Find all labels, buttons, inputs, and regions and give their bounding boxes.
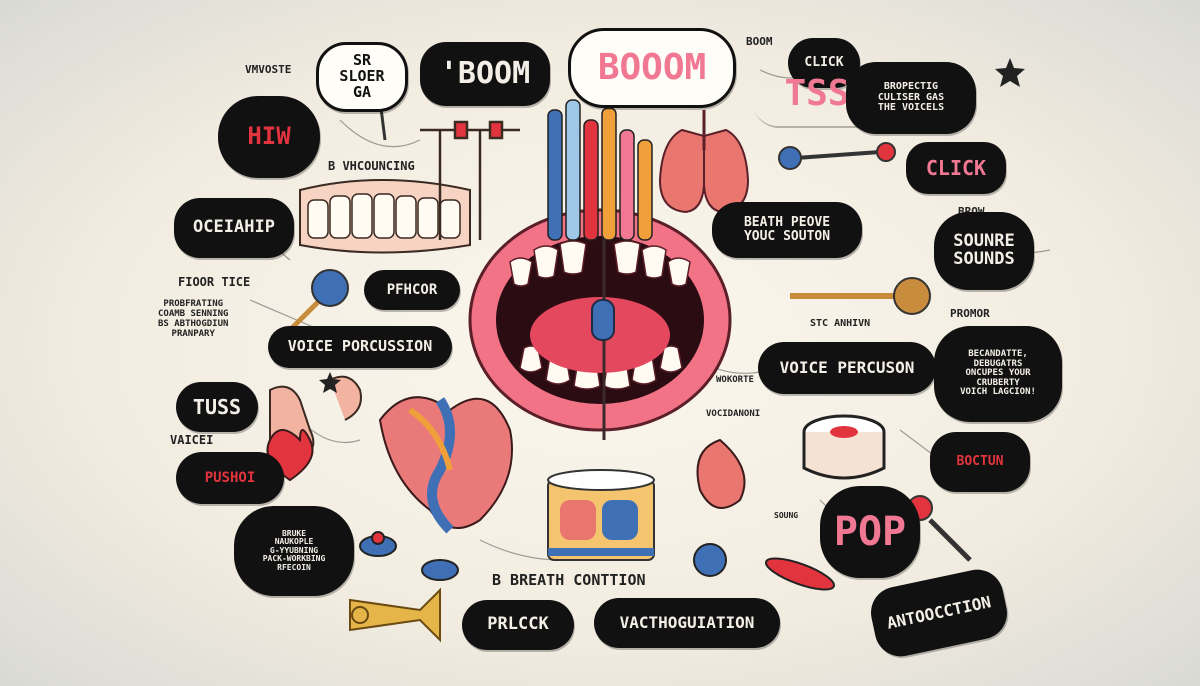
pfhcor-bubble: PFHCOR	[364, 270, 460, 310]
fioor-tice-label: FIOOR TICE	[178, 275, 251, 289]
tss-text: TSS	[784, 73, 850, 115]
colorful-tubes-drawing	[547, 99, 653, 241]
beath-peove-bubble: BEATH PEOVE YOUC SOUTON	[712, 202, 862, 258]
cylinder-drawing	[547, 469, 655, 561]
vmvoste-label: VMVOSTE	[245, 63, 292, 76]
sr-ga-bubble: SR SLOER GA	[316, 42, 408, 112]
heart-organ-drawing	[378, 396, 513, 534]
mallet-drawings	[288, 142, 972, 562]
kidney-drawing	[696, 438, 746, 509]
open-mouth-drawing	[468, 180, 732, 440]
lungs-drawing	[658, 110, 750, 214]
stc-anhivn-label: STC ANHIVN	[810, 318, 871, 329]
prlcck-bubble: PRLCCK	[462, 600, 574, 650]
boctun-bubble: BOCTUN	[930, 432, 1030, 492]
breath-control-label: B BREATH CONTTION	[492, 571, 646, 589]
pop-bubble: POP	[820, 486, 920, 578]
pushoi-text: PUSHOI	[204, 469, 256, 486]
hiw-text: HIW	[247, 122, 291, 151]
boom-quote-bubble: 'BOOM	[420, 42, 550, 106]
star-icons	[319, 58, 1025, 393]
boctun-text: BOCTUN	[956, 454, 1004, 470]
instrument-rack	[420, 120, 520, 240]
promor-label: PROMOR	[950, 307, 990, 320]
click-text: CLICK	[925, 155, 987, 180]
voice-porcussion-bubble: VOICE PORCUSSION	[268, 326, 452, 368]
bropectig-bubble: BROPECTIG CULISER GAS THE VOICELS	[846, 62, 976, 134]
tuss-bubble: TUSS	[176, 382, 258, 432]
boom-small-label: BOOM	[746, 35, 773, 48]
vocidanoni-label: VOCIDANONI	[706, 409, 761, 419]
probfrating-label: PROBFRATING COAMB SENNING BS ABTHOGDIUN …	[158, 299, 229, 339]
pushoi-bubble: PUSHOI	[176, 452, 284, 504]
bruke-bubble: BRUKE NAUKOPLE G-YYUBNING PACK-WORKBING …	[234, 506, 354, 596]
vhcouncing-label: B VHCOUNCING	[328, 159, 415, 173]
trumpet-drawing	[349, 587, 441, 643]
voice-percuson-bubble: VOICE PERCUSON	[758, 342, 936, 394]
hiw-bubble: HIW	[218, 96, 320, 178]
drum-drawing	[802, 414, 886, 480]
wokorte-label: WOKORTE	[716, 375, 754, 385]
drum-pads-drawing	[359, 531, 836, 591]
vaicei-label: VAICEI	[170, 433, 214, 447]
source-sounds-bubble: SOUNRE SOUNDS	[934, 212, 1034, 290]
vacthoguiation-bubble: VACTHOGUIATION	[594, 598, 780, 648]
booom-text: BOOOM	[597, 47, 707, 89]
click-bubble: CLICK	[906, 142, 1006, 194]
click-small-bubble: CLICK	[788, 38, 860, 88]
pop-text: POP	[833, 509, 907, 555]
booom-bubble: BOOOM	[568, 28, 736, 108]
soung-label: SOUNG	[774, 511, 799, 520]
becandatte-bubble: BECANDATTE, DEBUGATRS ONCUPES YOUR CRUBE…	[934, 326, 1062, 422]
jaw-teeth-drawing	[299, 179, 471, 254]
oceiahip-bubble: OCEIAHIP	[174, 198, 294, 258]
tss-bubble: TSS	[752, 62, 882, 126]
